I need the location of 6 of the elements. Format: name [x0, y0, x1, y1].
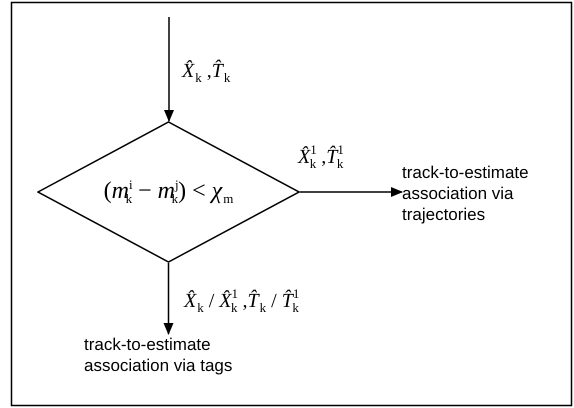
arrow — [164, 263, 174, 335]
condition-formula: (m$^{i}$$_{k}$ − m$^{j}$$_{k}$) < χ$_{m}$ — [104, 177, 234, 207]
arrow — [164, 17, 174, 122]
arrow — [300, 187, 403, 197]
outcome-text: track-to-estimate association via trajectories — [402, 162, 530, 225]
outcome-text: track-to-estimate association via tags — [84, 334, 234, 376]
